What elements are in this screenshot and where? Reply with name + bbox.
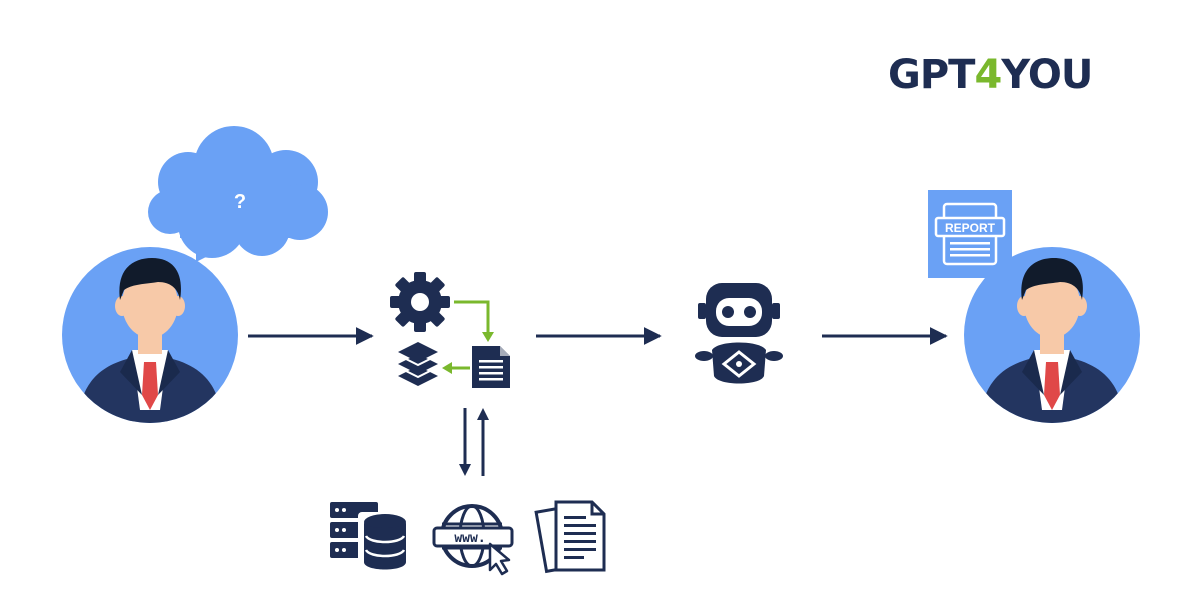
documents-stack-icon: [534, 500, 606, 574]
report-label: REPORT: [945, 221, 996, 235]
robot-icon: [695, 283, 783, 384]
server-database-icon: [330, 502, 408, 572]
flow-connector-gear-doc: [454, 300, 494, 342]
brand-part1: GPT: [888, 52, 975, 98]
www-label: www.: [454, 531, 485, 546]
question-mark: ?: [234, 191, 246, 213]
globe-www-icon: www.: [432, 504, 514, 576]
brand-part2: YOU: [1001, 52, 1093, 98]
document-icon: [472, 346, 510, 388]
brand-logo: GPT4YOU: [888, 52, 1093, 98]
flow-connector-doc-layers: [442, 362, 470, 374]
recipient-avatar-icon: [964, 247, 1140, 423]
user-avatar-icon: [62, 247, 238, 423]
gear-icon: [390, 272, 450, 332]
report-icon: REPORT: [928, 190, 1012, 298]
layers-icon: [398, 342, 438, 386]
thought-cloud-icon: ?: [148, 126, 328, 262]
bidirectional-arrows: [459, 408, 489, 476]
brand-accent: 4: [974, 52, 1002, 98]
